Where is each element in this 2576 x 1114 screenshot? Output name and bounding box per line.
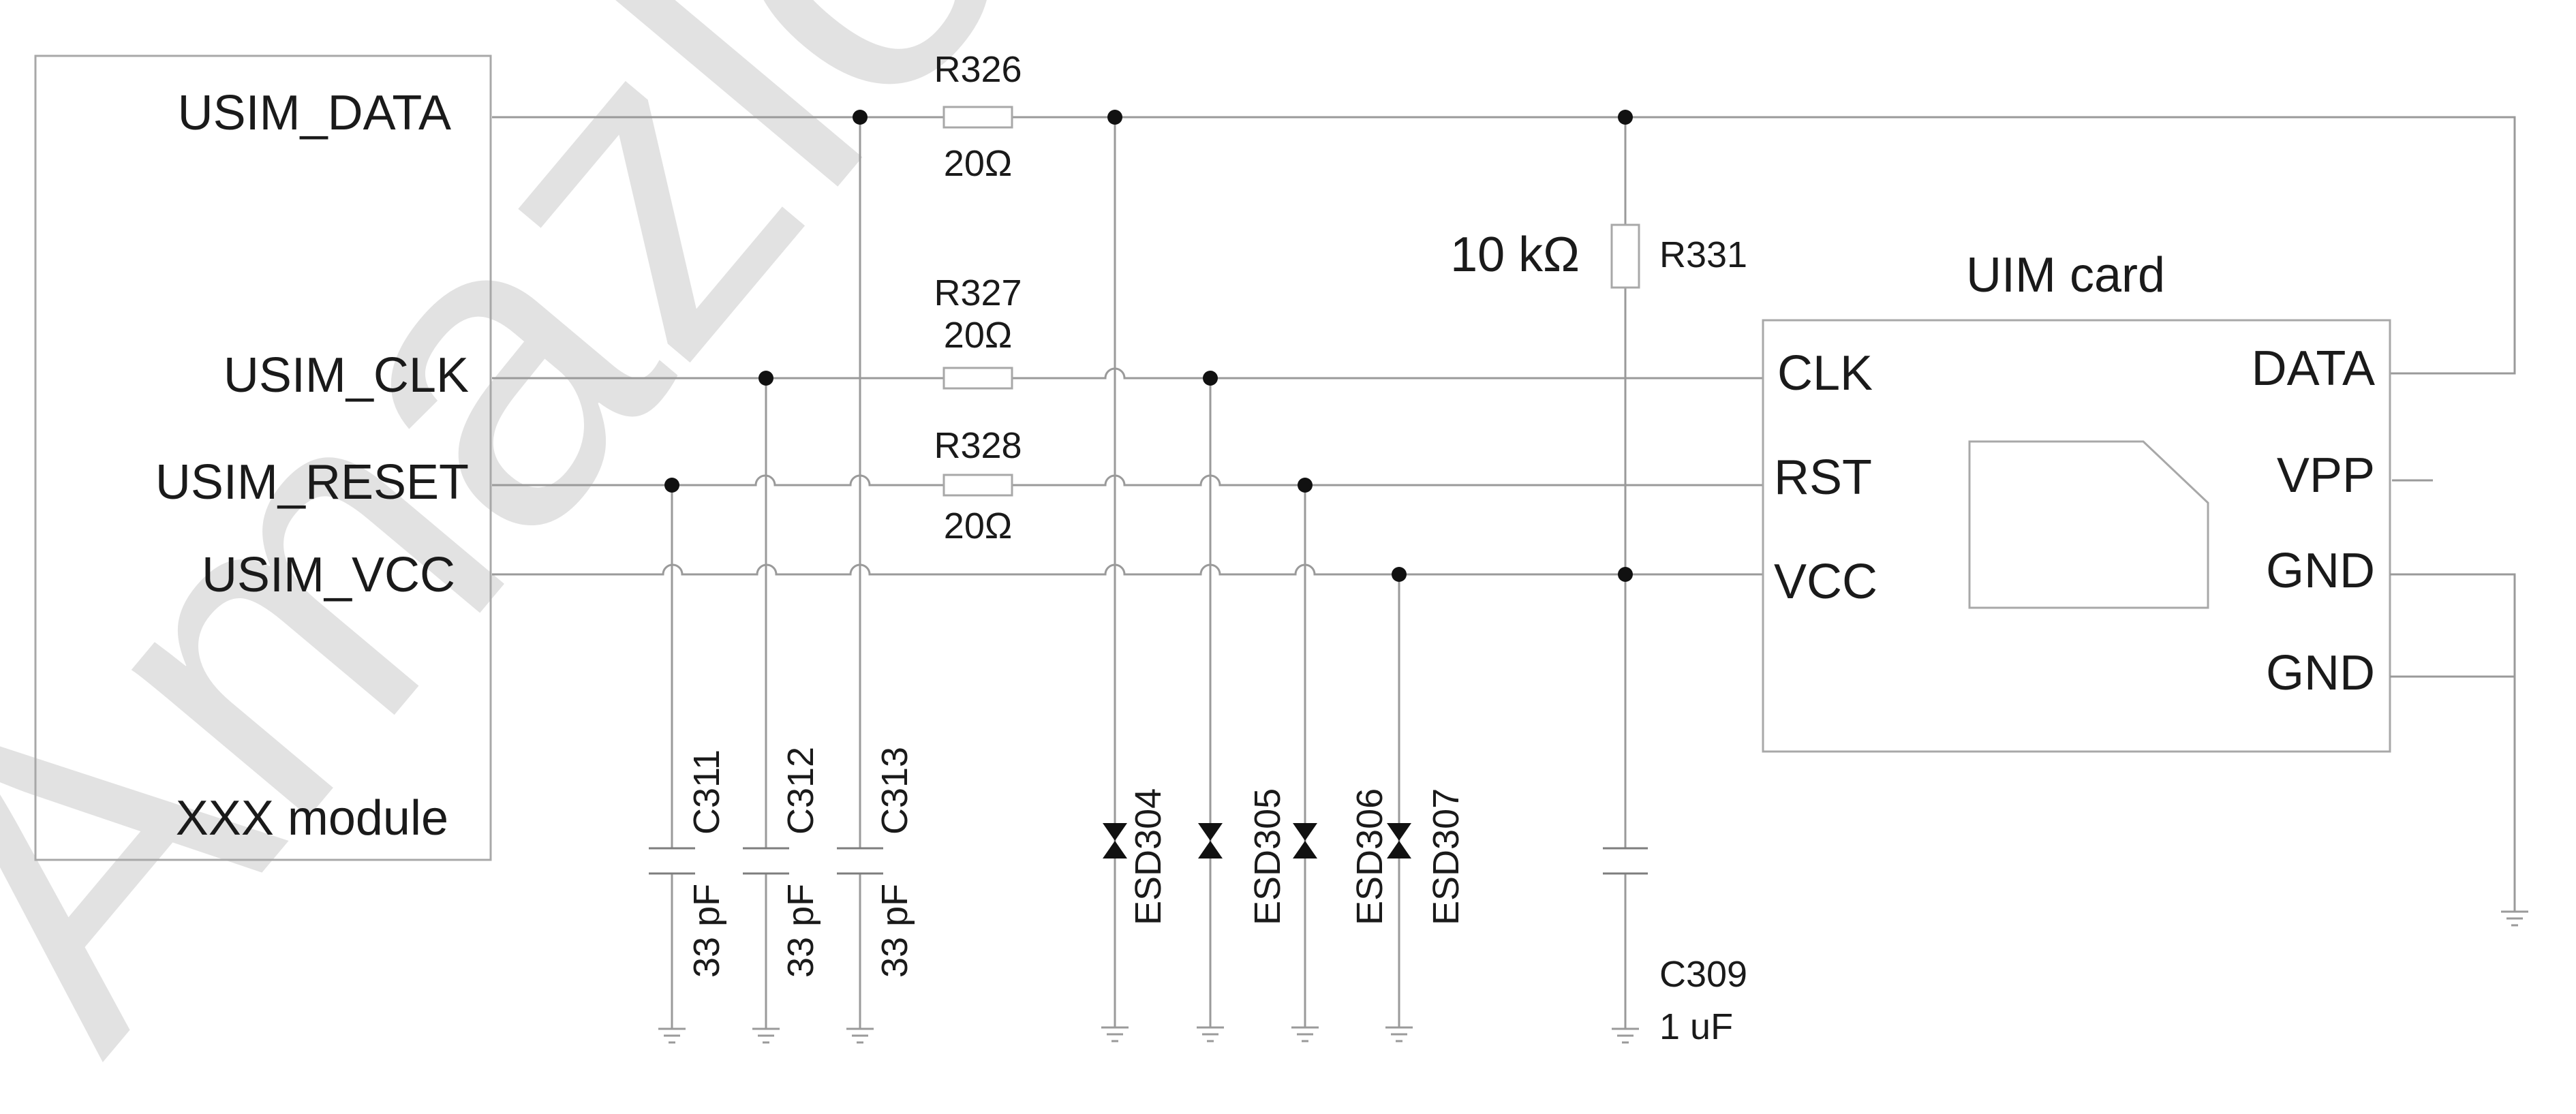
pin-usim-vcc: USIM_VCC [202, 548, 455, 602]
pin-usim-clk: USIM_CLK [224, 348, 469, 403]
esd307-ref: ESD307 [1426, 788, 1467, 925]
ground-symbols [658, 910, 2528, 1044]
resistor-r328 [942, 474, 1013, 497]
pin-usim-reset: USIM_RESET [155, 455, 469, 510]
r327-value: 20Ω [944, 315, 1012, 356]
c309-ref: C309 [1659, 954, 1747, 995]
esd304-symbol [1103, 823, 1127, 858]
resistor-r327 [942, 367, 1013, 390]
r327-ref: R327 [934, 273, 1022, 313]
r326-ref: R326 [934, 49, 1022, 90]
card-pin-clk: CLK [1777, 346, 1873, 401]
c311-value: 33 pF [686, 884, 727, 978]
uim-card-title: UIM card [1966, 248, 2165, 303]
r331-ref: R331 [1659, 234, 1747, 275]
esd307-symbol [1387, 823, 1411, 858]
r328-ref: R328 [934, 425, 1022, 466]
c313-ref: C313 [874, 747, 915, 835]
esd306-ref: ESD306 [1349, 788, 1390, 925]
module-box [34, 55, 492, 861]
capacitor-c313 [837, 847, 883, 875]
card-pin-vcc: VCC [1774, 555, 1877, 609]
uim-card-box [1762, 319, 2391, 753]
c312-value: 33 pF [780, 884, 821, 978]
capacitor-c311 [649, 847, 695, 875]
card-pin-gnd-1: GND [2266, 544, 2375, 598]
capacitor-c309 [1603, 847, 1648, 875]
watermark: Amazlo [0, 0, 1108, 1114]
wire-gnd-right [2390, 573, 2516, 912]
resistor-r326 [942, 106, 1013, 129]
r328-value: 20Ω [944, 506, 1012, 546]
module-name: XXX module [176, 791, 448, 846]
c309-value: 1 uF [1659, 1006, 1733, 1047]
sim-chip-outline [1968, 440, 2209, 609]
card-pin-rst: RST [1774, 450, 1872, 505]
esd306-symbol [1293, 823, 1317, 858]
card-pin-data: DATA [2252, 341, 2375, 396]
c313-value: 33 pF [874, 884, 915, 978]
capacitor-c312 [743, 847, 789, 875]
esd305-ref: ESD305 [1247, 788, 1288, 925]
esd304-ref: ESD304 [1128, 788, 1169, 925]
c311-ref: C311 [686, 749, 727, 835]
card-pin-vpp: VPP [2277, 448, 2375, 503]
c312-ref: C312 [780, 747, 821, 835]
wire-rst [492, 474, 1763, 486]
wire-data [492, 116, 2516, 375]
wire-vcc [492, 563, 1763, 576]
card-pin-gnd-2: GND [2266, 646, 2375, 700]
junction-dots [664, 110, 1633, 582]
r331-value: 10 kΩ [1450, 228, 1580, 282]
resistor-r331 [1610, 223, 1640, 289]
pin-usim-data: USIM_DATA [178, 86, 451, 140]
esd305-symbol [1198, 823, 1223, 858]
r326-value: 20Ω [944, 143, 1012, 184]
